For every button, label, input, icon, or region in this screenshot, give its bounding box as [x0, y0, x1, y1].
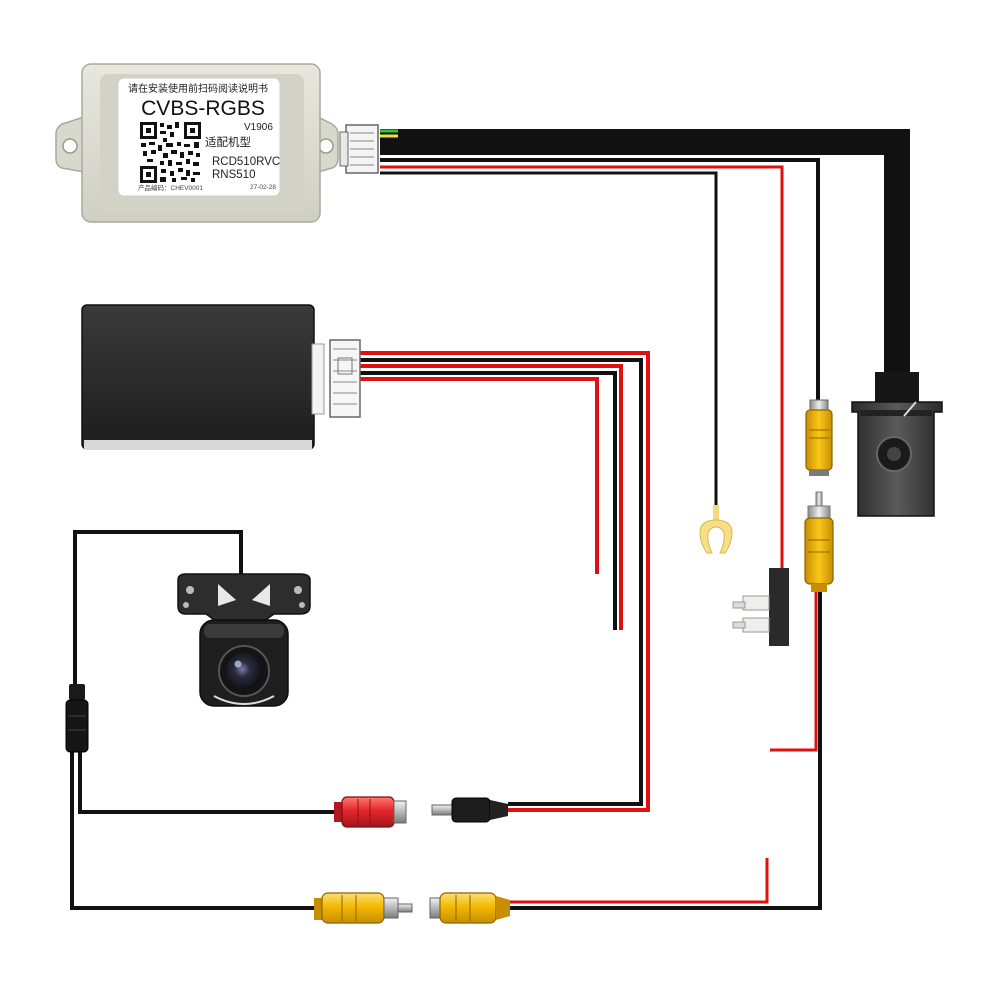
cvbs-rgbs-decoder: 请在安装使用前扫码阅读说明书 CVBS-RGBS V1906 适配机型 RCD5…: [55, 63, 379, 223]
decoder-product-code: 产品编码：CHEV0001: [138, 183, 203, 192]
harness-cable: [380, 129, 910, 380]
wire-red-1: [360, 351, 650, 812]
wire-camera-video: [70, 752, 316, 910]
wire-red-rca-tail: [770, 592, 818, 752]
camera-cable-connector: [65, 684, 89, 753]
power-box-connector: [329, 339, 361, 418]
fork-terminal-icon: [699, 505, 733, 554]
wire-trigger-red: [508, 858, 769, 904]
rca-plug-icon: [805, 409, 833, 471]
decoder-date: 27-02-28: [250, 184, 276, 191]
camera-bracket: [177, 573, 311, 629]
decoder-fit-model-2: RNS510: [212, 169, 255, 181]
decoder-model: CVBS-RGBS: [141, 97, 265, 120]
rca-yellow-female: [429, 892, 510, 924]
wire-red-2: [360, 364, 623, 630]
qr-code-icon: [140, 122, 201, 183]
head-unit-plug: [851, 372, 943, 517]
decoder-fit-model-1: RCD510RVC: [212, 156, 280, 168]
decoder-version: V1906: [244, 122, 273, 133]
wire-red-3: [360, 377, 599, 574]
wire-video-return: [508, 592, 822, 910]
wire-red-acc: [380, 165, 784, 572]
wires: [70, 129, 910, 910]
rca-red-connector: [334, 796, 407, 828]
dc-plug-icon: [431, 797, 508, 823]
rca-yellow-male: [314, 892, 413, 924]
black-box-icon: [81, 304, 315, 450]
rca-male-vertical: [804, 491, 834, 592]
decoder-fit-heading: 适配机型: [205, 135, 251, 149]
decoder-connector: [339, 124, 379, 174]
rca-female-vertical: [805, 399, 833, 476]
decoder-notice: 请在安装使用前扫码阅读说明书: [128, 82, 268, 95]
fuse-icon: [732, 568, 789, 646]
head-unit-connector-icon: [875, 372, 919, 402]
wire-camera-power: [78, 752, 334, 814]
wire-black-1: [360, 358, 643, 806]
power-box: [81, 304, 361, 450]
wire-camera: [73, 530, 243, 688]
wire-black-video: [380, 158, 820, 400]
wire-black-ground: [380, 171, 718, 505]
rear-camera: [177, 573, 311, 707]
wire-black-2: [360, 371, 617, 630]
